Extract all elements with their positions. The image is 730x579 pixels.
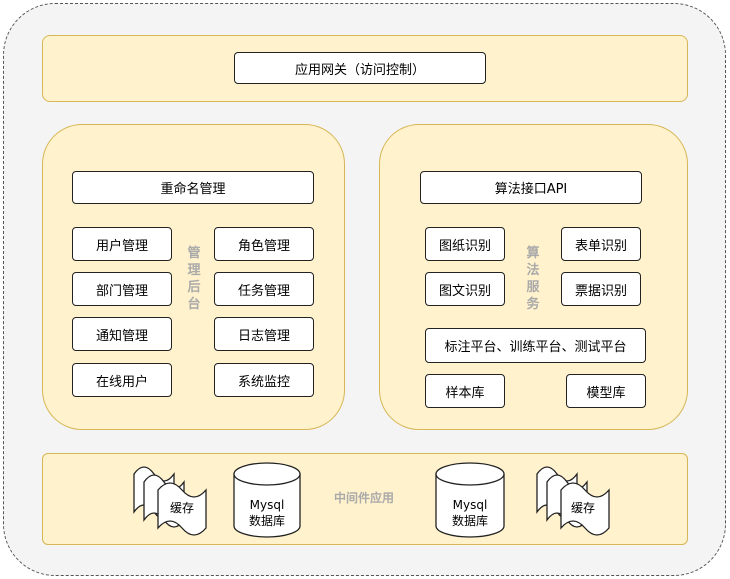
algo-title-box: 算法接口API [420,171,642,204]
db-left-label-2: 数据库 [249,513,285,528]
middleware-label: 中间件应用 [334,490,394,505]
admin-title-box: 重命名管理 [72,171,314,204]
admin-item-notice: 通知管理 [72,317,172,351]
algo-item-image-text: 图文识别 [425,272,505,306]
db-left-icon [233,462,301,538]
gateway-box: 应用网关（访问控制） [234,52,486,84]
platform-box: 标注平台、训练平台、测试平台 [425,328,646,363]
admin-item-monitor: 系统监控 [214,363,314,397]
admin-item-online: 在线用户 [72,363,172,397]
cache-left-label: 缓存 [170,501,194,515]
admin-item-dept: 部门管理 [72,272,172,306]
algo-side-label: 算法服务 [526,246,540,312]
cache-right-label: 缓存 [571,501,595,515]
db-right-label-1: Mysql [453,498,488,512]
algo-item-invoice: 票据识别 [561,272,641,306]
admin-side-label: 管理后台 [187,246,201,312]
cache-left-icon [133,466,207,536]
cache-right-icon [536,466,610,536]
db-right-icon [435,462,505,538]
admin-item-log: 日志管理 [214,317,314,351]
db-right-label-2: 数据库 [452,513,488,528]
model-lib-box: 模型库 [566,374,646,408]
admin-item-user: 用户管理 [72,227,172,261]
algo-item-drawing: 图纸识别 [425,227,505,261]
algo-item-form: 表单识别 [561,227,641,261]
db-left-label-1: Mysql [250,498,285,512]
admin-item-role: 角色管理 [214,227,314,261]
sample-lib-box: 样本库 [425,374,505,408]
admin-item-task: 任务管理 [214,272,314,306]
